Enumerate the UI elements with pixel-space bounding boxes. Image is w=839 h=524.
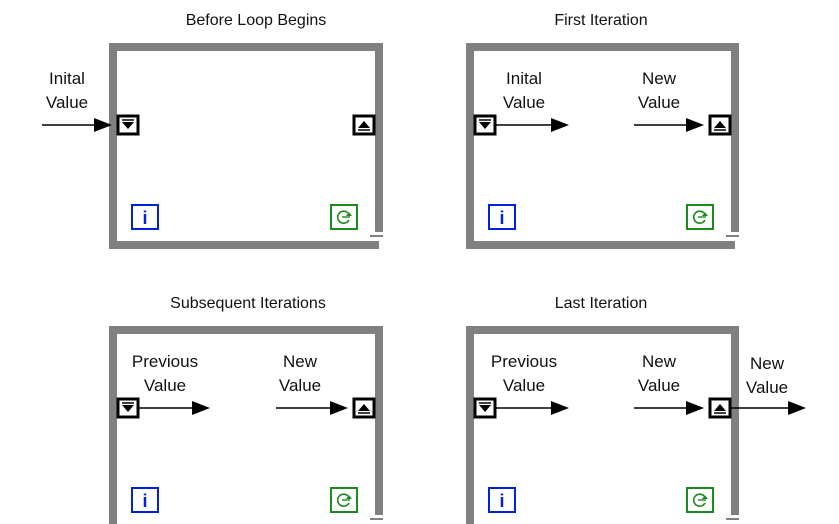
shift-register-right — [352, 114, 376, 136]
wire-arrowhead — [551, 118, 569, 132]
input-label-line2: Value — [144, 376, 186, 395]
iteration-terminal: i — [131, 487, 159, 513]
output-label-line2: Value — [638, 93, 680, 112]
shift-register-right — [708, 397, 732, 419]
shift-register-right — [352, 397, 376, 419]
output-label-line2: Value — [279, 376, 321, 395]
shift-register-left — [473, 397, 497, 419]
svg-text:i: i — [499, 208, 504, 228]
shift-register-left — [116, 397, 140, 419]
condition-terminal — [330, 204, 358, 230]
wire-arrowhead — [686, 118, 704, 132]
panel-title: Before Loop Begins — [186, 12, 327, 29]
final-output-label-line2: Value — [746, 378, 788, 397]
output-label-line1: New — [283, 352, 318, 371]
svg-text:i: i — [499, 491, 504, 511]
output-label-line2: Value — [638, 376, 680, 395]
input-label-line1: Inital — [49, 69, 85, 88]
panel-before-loop: Before Loop Begins Inital Value i — [42, 12, 383, 249]
shift-register-right — [708, 114, 732, 136]
shift-register-left — [116, 114, 140, 136]
output-label-line1: New — [642, 352, 677, 371]
svg-text:i: i — [142, 208, 147, 228]
loop-border — [109, 326, 383, 524]
panel-title: Last Iteration — [555, 295, 648, 312]
panel-title: Subsequent Iterations — [170, 295, 326, 312]
condition-terminal — [686, 204, 714, 230]
panel-subsequent-iterations: Subsequent Iterations Previous Value New… — [109, 295, 383, 524]
condition-terminal — [330, 487, 358, 513]
condition-terminal — [686, 487, 714, 513]
input-label-line1: Previous — [491, 352, 557, 371]
final-output-label-line1: New — [750, 354, 785, 373]
panel-first-iteration: First Iteration Inital Value New Value i — [466, 12, 739, 249]
wire-arrowhead — [192, 401, 210, 415]
wire-arrowhead — [551, 401, 569, 415]
loop-border — [466, 326, 739, 524]
loop-border — [466, 43, 739, 249]
input-label-line2: Value — [503, 376, 545, 395]
input-label-line1: Previous — [132, 352, 198, 371]
wire-arrowhead — [788, 401, 806, 415]
panel-title: First Iteration — [554, 12, 647, 29]
iteration-terminal: i — [488, 204, 516, 230]
input-label-line2: Value — [503, 93, 545, 112]
input-label-line2: Value — [46, 93, 88, 112]
wire-arrowhead — [330, 401, 348, 415]
wire-arrowhead — [686, 401, 704, 415]
shift-register-left — [473, 114, 497, 136]
wire-arrowhead — [94, 118, 112, 132]
panel-last-iteration: Last Iteration Previous Value New Value … — [466, 295, 806, 524]
loop-border — [109, 43, 383, 249]
input-label-line1: Inital — [506, 69, 542, 88]
iteration-terminal: i — [131, 204, 159, 230]
svg-text:i: i — [142, 491, 147, 511]
iteration-terminal: i — [488, 487, 516, 513]
output-label-line1: New — [642, 69, 677, 88]
